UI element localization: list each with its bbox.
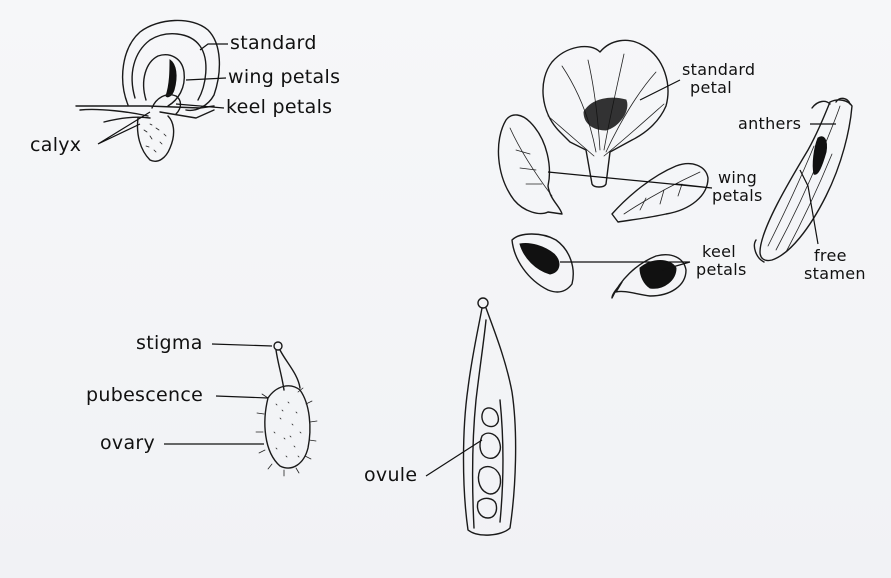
wing-petal-left-drawing (498, 115, 562, 214)
label-keel-petals: keel petals (226, 98, 332, 117)
pistil-drawing (256, 342, 317, 476)
label-ovary: ovary (100, 434, 155, 453)
keel-petal-right-drawing (612, 255, 686, 298)
ovary-section-drawing (464, 298, 516, 535)
label-free-line1: free (814, 248, 847, 264)
label-wing-line1: wing (718, 170, 757, 186)
label-keel-line2: petals (696, 262, 747, 278)
label-pubescence: pubescence (86, 386, 203, 405)
standard-petal-drawing (543, 40, 668, 187)
label-ovule: ovule (364, 466, 417, 485)
label-standard-petal-line2: petal (690, 80, 732, 96)
label-free-line2: stamen (804, 266, 866, 282)
label-calyx: calyx (30, 136, 81, 155)
label-wing-petals: wing petals (228, 68, 340, 87)
label-standard: standard (230, 34, 317, 53)
label-keel-line1: keel (702, 244, 736, 260)
label-stigma: stigma (136, 334, 203, 353)
wing-petal-right-drawing (612, 164, 708, 222)
whole-flower-drawing (76, 20, 219, 161)
label-wing-line2: petals (712, 188, 763, 204)
label-standard-petal-line1: standard (682, 62, 755, 78)
label-anthers: anthers (738, 116, 801, 132)
keel-petal-left-drawing (512, 234, 573, 292)
